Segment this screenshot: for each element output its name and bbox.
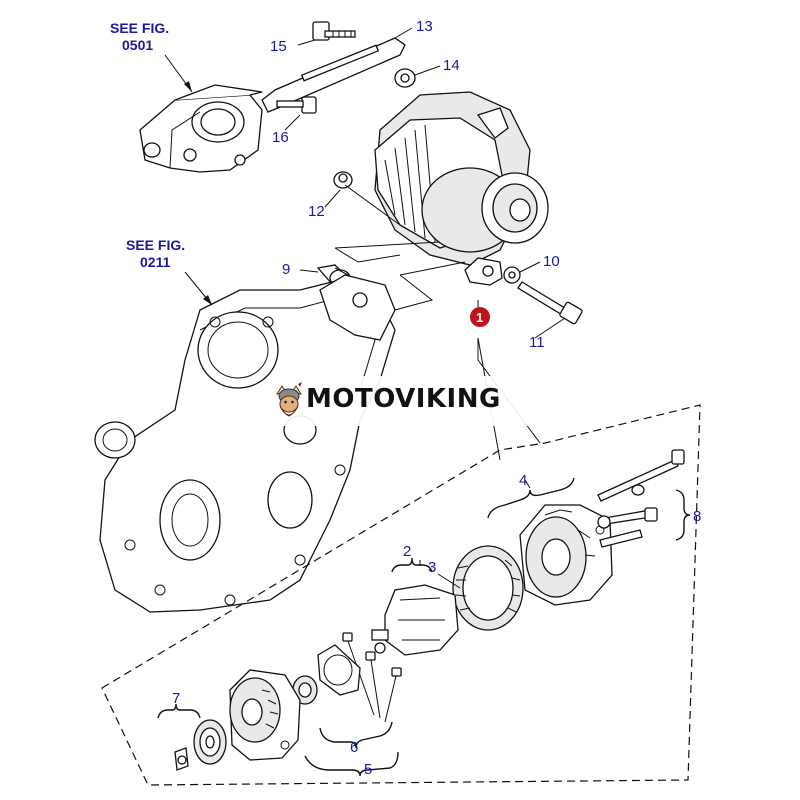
bolts-8 — [597, 449, 685, 548]
bolt-16 — [276, 96, 317, 114]
alternator-assembly — [374, 91, 549, 286]
regulator-2 — [371, 584, 459, 656]
spacer-12 — [333, 171, 353, 189]
pulley-7 — [174, 719, 227, 771]
callout-2: 2 — [403, 543, 411, 560]
callout-5: 5 — [364, 761, 372, 778]
watermark-banner: MOTOVIKING — [266, 376, 536, 426]
callout-7: 7 — [172, 690, 180, 707]
see-fig-0211-line1: SEE FIG. — [126, 237, 185, 253]
callout-3: 3 — [428, 559, 436, 576]
callout-11: 11 — [529, 334, 545, 351]
screws-6 — [342, 632, 402, 723]
see-fig-0211-line2: 0211 — [140, 254, 171, 270]
bolt-15 — [312, 21, 356, 41]
brace-2 — [391, 557, 433, 573]
see-fig-0501-line1: SEE FIG. — [110, 20, 169, 36]
brace-4 — [487, 477, 575, 519]
bearing — [292, 675, 318, 705]
assembly-marker-1: 1 — [470, 300, 490, 327]
gasket — [317, 644, 361, 696]
washer-10 — [503, 266, 521, 284]
callout-12: 12 — [308, 203, 325, 220]
bolt-11 — [517, 281, 583, 325]
timing-gear-case — [94, 274, 396, 613]
exploded-view-boundary — [101, 404, 701, 786]
stator-3 — [452, 545, 524, 631]
callout-13: 13 — [416, 18, 433, 35]
callout-10: 10 — [543, 253, 560, 270]
callout-1: 1 — [476, 310, 483, 325]
brace-6 — [319, 721, 393, 749]
callout-16: 16 — [272, 129, 289, 146]
callout-4: 4 — [519, 472, 527, 489]
brace-5 — [304, 751, 399, 777]
watermark-text: MOTOVIKING — [306, 384, 501, 414]
brace-8 — [675, 489, 691, 541]
callout-6: 6 — [350, 739, 358, 756]
callout-14: 14 — [443, 57, 460, 74]
viking-logo-icon — [275, 382, 303, 417]
see-fig-0501-part — [139, 84, 263, 173]
callout-8: 8 — [693, 508, 701, 525]
callout-9: 9 — [282, 261, 290, 278]
rear-housing-4 — [519, 504, 613, 606]
brace-7 — [157, 703, 201, 719]
callout-15: 15 — [270, 38, 287, 55]
adjusting-strap — [261, 37, 406, 113]
see-fig-0501-line2: 0501 — [122, 37, 153, 53]
front-housing-5 — [229, 669, 301, 761]
washer-14 — [394, 68, 416, 88]
